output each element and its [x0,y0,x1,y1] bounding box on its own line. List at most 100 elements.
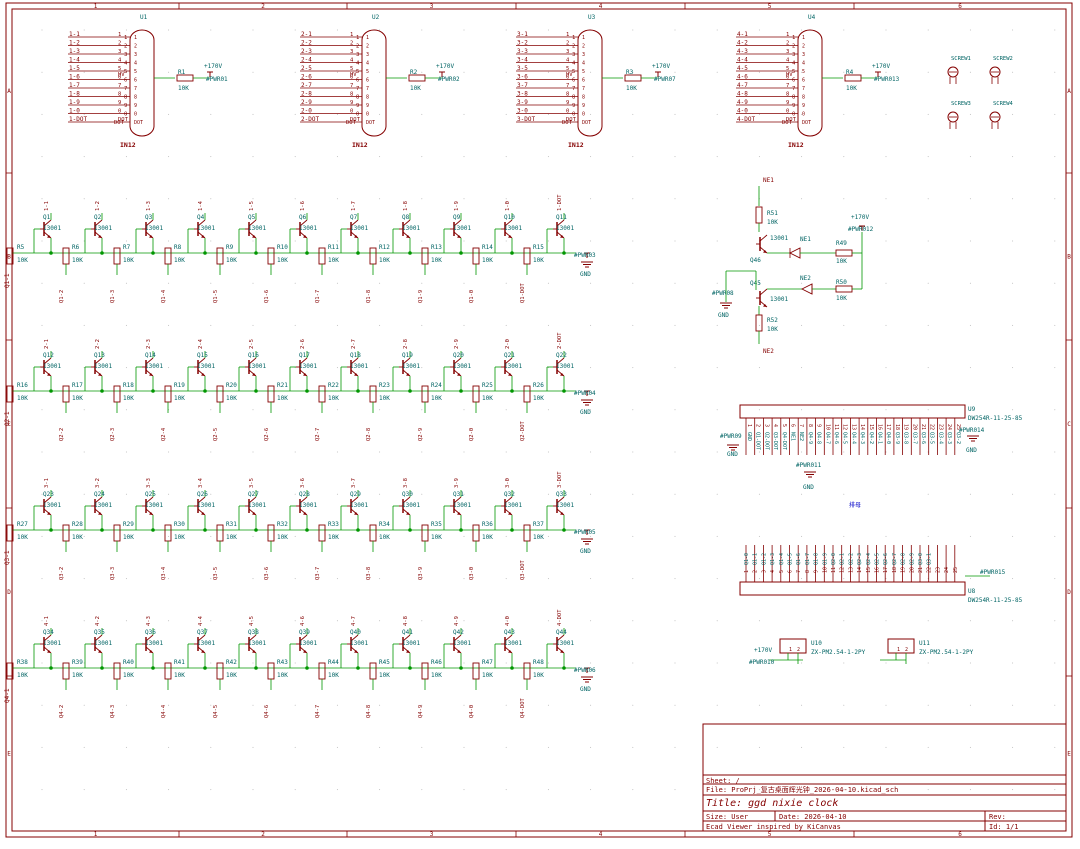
grid-dot [716,198,718,200]
collector [248,634,257,642]
screw-head [947,111,959,123]
transistor-value: 13001 [94,502,112,509]
grid-dot [41,282,43,284]
collector-net: 1-9 [454,201,460,211]
frame-row-label: D [1067,589,1071,596]
resistor-body [523,662,531,680]
frame-row-label: D [7,589,11,596]
grid-dot [590,198,592,200]
emitter-arrow [47,650,51,653]
grid-dot [632,451,634,453]
u9-net-label: Q3-3 [946,432,952,444]
resistor-net: Q2-8 [366,428,372,441]
resistor-body [318,385,326,403]
grid-dot [674,451,676,453]
collector-net: 1-4 [198,200,204,211]
resistor-ref: R3 [626,69,634,76]
tube-pin-text: 8 [802,95,805,101]
transistor-ref: Q36 [145,629,156,636]
grid-dot [421,156,423,158]
transistor-value: 13001 [197,363,215,370]
tube-net-label: 1-DOT [69,116,87,123]
grid-dot [969,71,971,73]
grid-dot [1054,71,1056,73]
grid-dot [294,451,296,453]
resistor-ref: R26 [533,382,544,389]
junction-dot [510,528,514,532]
grid-dot [927,113,929,115]
tube-pin-text: DOT [366,120,375,126]
grid-dot [758,578,760,580]
tube-pin-number: 8 [350,92,353,98]
resistor-ref: R35 [431,521,442,528]
transistor-value: 13001 [402,502,420,509]
transistor-ref: Q41 [402,629,413,636]
resistor-ref: R46 [431,659,442,666]
collector-net: 3-0 [505,478,511,488]
grid-dot [252,156,254,158]
npn-transistor [142,357,154,377]
resistor-body [472,247,480,265]
grid-dot [83,282,85,284]
grid-dot [885,789,887,791]
grid-dot [632,324,634,326]
tube-net-label: 2-9 [301,99,312,106]
power-ref: #PWR06 [574,667,596,674]
tube-pin-text: 9 [134,103,137,109]
tube-net-label: 1-9 [69,99,80,106]
resistor-body [62,385,70,403]
tube-net-label: 3-8 [517,91,528,98]
ne2-net: NE2 [763,348,774,355]
power-flag [875,71,881,77]
grid-dot [210,620,212,622]
grid-dot [885,113,887,115]
collector [556,496,565,504]
grid-dot [843,409,845,411]
transistor-value: 13001 [453,363,471,370]
title-rev: Rev: [989,813,1006,821]
grid-dot [843,535,845,537]
power-label: +170V [652,63,670,70]
collector [299,634,308,642]
transistor-ref: Q28 [299,491,310,498]
grid-dot [168,282,170,284]
resistor-body [267,524,275,542]
grid-dot [379,198,381,200]
collector-net: 1-0 [505,201,511,211]
resistor-ref: R24 [431,382,442,389]
grid-dot [758,29,760,31]
grid-dot [463,367,465,369]
grid-dot [716,367,718,369]
grid-dot [1012,620,1014,622]
emitter-arrow [303,650,307,653]
resistor-body [164,385,172,403]
title-sheet: Sheet: / [706,777,740,785]
grid-dot [168,704,170,706]
collector-net: 2-1 [44,339,50,349]
grid-dot [252,620,254,622]
junction-dot [100,389,104,393]
resistor-ref: R17 [72,382,83,389]
grid-dot [1054,578,1056,580]
tube-net-label: 1-8 [69,91,80,98]
u10-ref: U10 [811,640,822,647]
tube-pin-name: 2 [124,44,127,50]
grid-dot [758,789,760,791]
row-first-resistor-ref: R16 [17,382,28,389]
neon-power-ref: #PWR012 [848,226,874,233]
tube-pin-number: 2 [566,41,569,47]
resistor-body [216,662,224,680]
tube-outline [361,29,387,137]
grid-dot [885,29,887,31]
grid-dot [632,578,634,580]
grid-dot [379,367,381,369]
transistor-ref: Q7 [350,214,358,221]
npn-transistor [91,496,103,516]
grid-dot [463,29,465,31]
transistor-value: 13001 [350,640,368,647]
grid-dot [168,156,170,158]
u8-pin-number: 17 [883,567,889,573]
junction-dot [459,528,463,532]
tube-pin-name: 4 [792,61,796,67]
grid-dot [41,156,43,158]
